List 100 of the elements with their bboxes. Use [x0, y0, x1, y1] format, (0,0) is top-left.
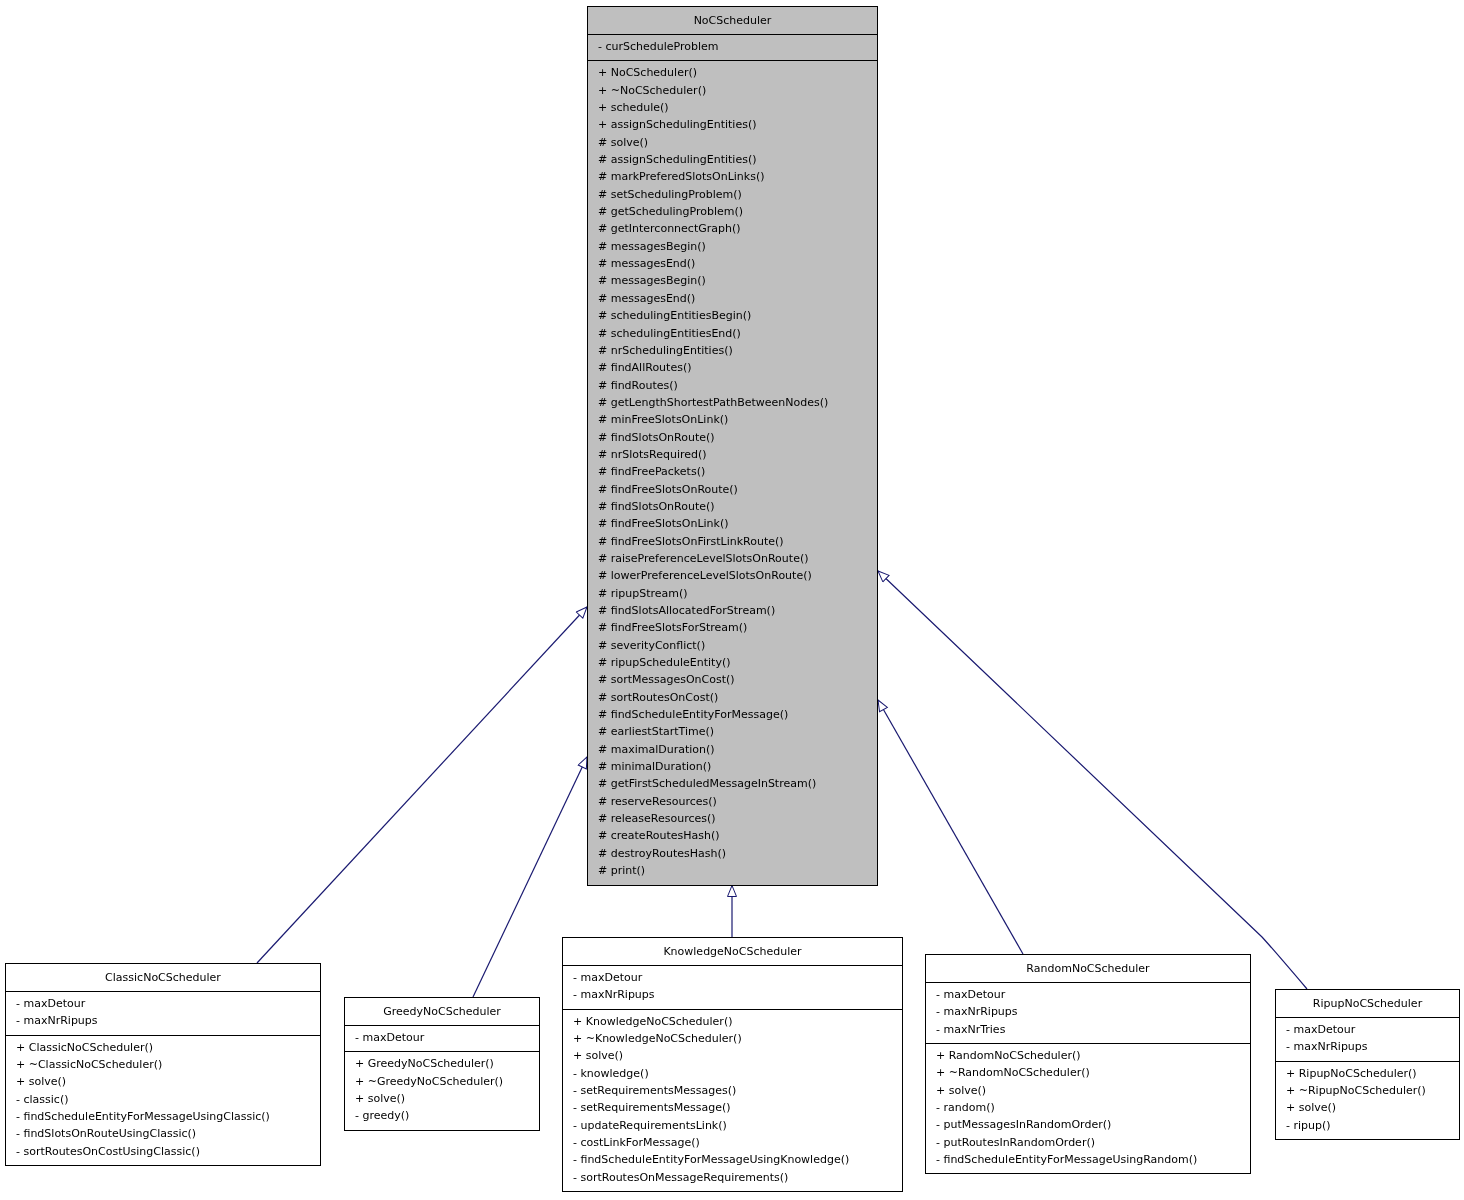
attribute-text: - maxDetour — [355, 1030, 426, 1046]
method-text: - sortRoutesOnMessageRequirements() — [573, 1169, 790, 1186]
attribute-text: - maxDetour — [936, 987, 1007, 1003]
method-text: + RipupNoCScheduler() — [1286, 1065, 1418, 1082]
attribute-text: - maxNrTries — [936, 1021, 1007, 1038]
method-text: + solve() — [1286, 1100, 1338, 1117]
method-text: # getFirstScheduledMessageInStream() — [598, 776, 818, 793]
method-text: # findSlotsOnRoute() — [598, 498, 716, 515]
method-text: # solve() — [598, 134, 650, 151]
method-text: - sortRoutesOnCostUsingClassic() — [16, 1143, 201, 1160]
attribute-text: - maxNrRipups — [1286, 1039, 1369, 1056]
method-text: - costLinkForMessage() — [573, 1135, 701, 1152]
class-name: RandomNoCScheduler — [1025, 961, 1151, 977]
method-text: - putMessagesInRandomOrder() — [936, 1117, 1113, 1134]
method-text: - knowledge() — [573, 1065, 650, 1082]
attribute-text: - maxDetour — [1286, 1022, 1357, 1038]
method-text: # messagesEnd() — [598, 256, 697, 273]
method-text: + ~RandomNoCScheduler() — [936, 1065, 1091, 1082]
attribute-text: - maxNrRipups — [936, 1004, 1019, 1021]
method-text: + solve() — [16, 1074, 68, 1091]
method-text: # severityConflict() — [598, 637, 707, 654]
method-text: + ~GreedyNoCScheduler() — [355, 1073, 505, 1090]
inheritance-arrow — [256, 606, 588, 964]
method-text: # createRoutesHash() — [598, 828, 721, 845]
method-text: - classic() — [16, 1091, 70, 1108]
method-text: # findSlotsAllocatedForStream() — [598, 603, 777, 619]
method-text: # minFreeSlotsOnLink() — [598, 412, 730, 429]
method-text: + schedule() — [598, 100, 670, 117]
method-text: # minimalDuration() — [598, 759, 713, 776]
method-text: # destroyRoutesHash() — [598, 845, 727, 862]
class-name: RipupNoCScheduler — [1311, 996, 1424, 1012]
class-name: ClassicNoCScheduler — [104, 970, 222, 986]
method-text: + solve() — [355, 1091, 407, 1108]
method-text: - setRequirementsMessages() — [573, 1083, 738, 1100]
method-text: - setRequirementsMessage() — [573, 1100, 732, 1117]
method-text: + KnowledgeNoCScheduler() — [573, 1013, 734, 1030]
method-text: + NoCScheduler() — [598, 65, 698, 82]
method-text: - findSlotsOnRouteUsingClassic() — [16, 1126, 198, 1143]
class-name: KnowledgeNoCScheduler — [662, 944, 803, 960]
class-box — [1275, 989, 1460, 1141]
attribute-text: - curScheduleProblem — [598, 39, 720, 55]
method-text: # releaseResources() — [598, 811, 717, 828]
method-text: # sortRoutesOnCost() — [598, 689, 720, 706]
method-text: # ripupStream() — [598, 585, 689, 602]
method-text: # findSlotsOnRoute() — [598, 429, 716, 446]
method-text: # ripupScheduleEntity() — [598, 655, 732, 672]
method-text: - updateRequirementsLink() — [573, 1117, 728, 1134]
inheritance-arrow — [877, 570, 1308, 990]
method-text: + ClassicNoCScheduler() — [16, 1039, 155, 1056]
class-box — [925, 954, 1251, 1175]
class-box — [562, 937, 903, 1193]
inheritance-arrow — [727, 884, 737, 938]
method-text: - putRoutesInRandomOrder() — [936, 1134, 1096, 1151]
method-text: + ~RipupNoCScheduler() — [1286, 1083, 1427, 1100]
method-text: - random() — [936, 1100, 996, 1117]
method-text: # markPreferedSlotsOnLinks() — [598, 169, 766, 186]
attribute-text: - maxDetour — [16, 996, 87, 1012]
method-text: # nrSchedulingEntities() — [598, 342, 734, 359]
method-text: # schedulingEntitiesEnd() — [598, 325, 742, 342]
method-text: + ~ClassicNoCScheduler() — [16, 1057, 164, 1074]
method-text: + RandomNoCScheduler() — [936, 1048, 1082, 1065]
attribute-text: - maxNrRipups — [16, 1013, 99, 1030]
method-text: # findFreeSlotsOnFirstLinkRoute() — [598, 533, 785, 550]
method-text: - ripup() — [1286, 1117, 1332, 1134]
method-text: # sortMessagesOnCost() — [598, 672, 736, 689]
method-text: # messagesBegin() — [598, 273, 707, 290]
method-text: - findScheduleEntityForMessageUsingClassic() — [16, 1109, 271, 1126]
method-text: # reserveResources() — [598, 793, 718, 810]
method-text: - findScheduleEntityForMessageUsingRandom() — [936, 1152, 1199, 1169]
attribute-text: - maxNrRipups — [573, 987, 656, 1004]
inheritance-arrow — [472, 756, 588, 998]
inheritance-arrow — [877, 699, 1024, 955]
method-text: + ~KnowledgeNoCScheduler() — [573, 1031, 743, 1048]
method-text: # messagesBegin() — [598, 238, 707, 255]
method-text: # findRoutes() — [598, 377, 679, 394]
method-text: # earliestStartTime() — [598, 724, 716, 741]
method-text: # findFreeSlotsOnLink() — [598, 516, 730, 533]
method-text: # findAllRoutes() — [598, 360, 693, 377]
class-name: NoCScheduler — [692, 13, 773, 29]
method-text: - findScheduleEntityForMessageUsingKnowledge() — [573, 1152, 851, 1169]
method-text: # print() — [598, 863, 647, 880]
method-text: # nrSlotsRequired() — [598, 446, 708, 463]
method-text: + solve() — [936, 1082, 988, 1099]
method-text: # findScheduleEntityForMessage() — [598, 707, 790, 724]
class-name: GreedyNoCScheduler — [382, 1004, 502, 1020]
method-text: # getSchedulingProblem() — [598, 204, 745, 221]
method-text: # getLengthShortestPathBetweenNodes() — [598, 394, 830, 411]
class-box — [5, 963, 321, 1167]
method-text: + GreedyNoCScheduler() — [355, 1056, 495, 1073]
method-text: # schedulingEntitiesBegin() — [598, 308, 753, 325]
method-text: + assignSchedulingEntities() — [598, 117, 758, 134]
method-text: # raisePreferenceLevelSlotsOnRoute() — [598, 550, 810, 567]
method-text: # assignSchedulingEntities() — [598, 152, 758, 169]
method-text: + solve() — [573, 1048, 625, 1065]
method-text: # messagesEnd() — [598, 290, 697, 307]
method-text: # setSchedulingProblem() — [598, 186, 743, 203]
method-text: # maximalDuration() — [598, 741, 716, 758]
method-text: - greedy() — [355, 1108, 411, 1125]
method-text: + ~NoCScheduler() — [598, 82, 708, 99]
method-text: # lowerPreferenceLevelSlotsOnRoute() — [598, 568, 813, 585]
